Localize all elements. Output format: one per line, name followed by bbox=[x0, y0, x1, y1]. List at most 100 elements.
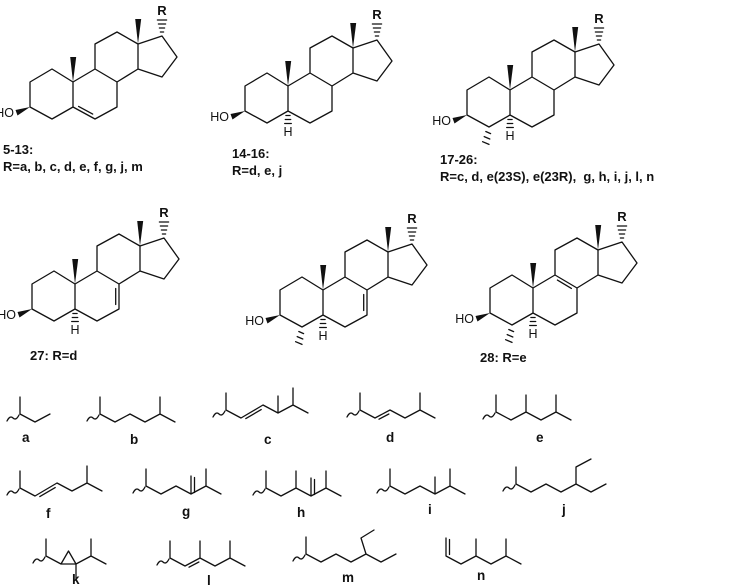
r-label: R bbox=[159, 205, 169, 220]
chain-bonds bbox=[445, 537, 522, 565]
r-label: R bbox=[372, 7, 382, 22]
hydroxyl-wedge bbox=[475, 313, 490, 322]
c10-methyl-wedge bbox=[507, 65, 514, 90]
c10-methyl-wedge bbox=[530, 263, 537, 288]
r-hashed-bond bbox=[158, 221, 170, 235]
attachment-squiggle bbox=[292, 554, 306, 562]
chain-bonds bbox=[359, 392, 436, 419]
steroid-core-27: H HO R bbox=[0, 205, 180, 337]
c4-methyl-hashed-bond bbox=[481, 130, 492, 146]
ring-bonds bbox=[29, 31, 178, 120]
ring-bonds bbox=[466, 39, 615, 128]
attachment-squiggle bbox=[212, 410, 226, 418]
ho-label: HO bbox=[0, 106, 14, 120]
h5-hashed-bond bbox=[529, 316, 537, 327]
sidechain-label-c: c bbox=[264, 432, 272, 447]
hydroxyl-wedge bbox=[230, 111, 245, 120]
sidechain-label-k: k bbox=[72, 572, 80, 587]
c10-methyl-wedge bbox=[72, 259, 79, 284]
c10-methyl-wedge bbox=[70, 57, 77, 82]
attachment-squiggle bbox=[376, 486, 390, 494]
hydroxyl-wedge bbox=[265, 315, 280, 324]
chain-bonds bbox=[389, 468, 466, 495]
chain-bonds bbox=[515, 458, 607, 493]
r-hashed-bond bbox=[371, 23, 383, 37]
r-hashed-bond bbox=[406, 227, 418, 241]
h-label: H bbox=[318, 329, 327, 343]
sidechain-label-a: a bbox=[22, 430, 30, 445]
r-label: R bbox=[407, 211, 417, 226]
h5-hashed-bond bbox=[71, 312, 79, 323]
hydroxyl-wedge bbox=[15, 107, 30, 116]
h-label: H bbox=[528, 327, 537, 341]
sidechain-label-h: h bbox=[297, 505, 306, 520]
double-bond-line bbox=[188, 561, 200, 568]
c10-methyl-wedge bbox=[320, 265, 327, 290]
sidechain-label-e: e bbox=[536, 430, 544, 445]
ring-bonds bbox=[279, 239, 428, 328]
sidechain-k bbox=[32, 538, 107, 581]
sidechain-j bbox=[502, 458, 607, 493]
c10-methyl-wedge bbox=[285, 61, 292, 86]
c13-methyl-wedge bbox=[135, 19, 142, 44]
sidechain-i bbox=[376, 468, 466, 495]
double-bond-line bbox=[245, 408, 262, 420]
sidechain-label-j: j bbox=[562, 502, 566, 517]
sidechain-label-b: b bbox=[130, 432, 139, 447]
sidechain-e bbox=[482, 394, 572, 421]
sidechain-label-g: g bbox=[182, 504, 191, 519]
compound-label-17-26-title: 17-26: bbox=[440, 152, 478, 167]
attachment-squiggle bbox=[6, 414, 20, 422]
sidechain-label-i: i bbox=[428, 502, 432, 517]
compound-label-14-16-title: 14-16: bbox=[232, 146, 270, 161]
attachment-squiggle bbox=[482, 412, 496, 420]
attachment-squiggle bbox=[32, 556, 46, 564]
ho-label: HO bbox=[245, 314, 264, 328]
attachment-squiggle bbox=[132, 486, 146, 494]
chain-bonds bbox=[169, 540, 246, 567]
steroid-core-5-13: HO R bbox=[0, 3, 178, 120]
c4-methyl-hashed-bond bbox=[504, 328, 515, 344]
ring-bonds bbox=[31, 233, 180, 322]
c13-methyl-wedge bbox=[350, 23, 357, 48]
h-label: H bbox=[505, 129, 514, 143]
hydroxyl-wedge bbox=[452, 115, 467, 124]
c13-methyl-wedge bbox=[137, 221, 144, 246]
chain-bonds bbox=[45, 538, 107, 581]
double-bond-line bbox=[39, 486, 56, 498]
h-label: H bbox=[70, 323, 79, 337]
r-label: R bbox=[617, 209, 627, 224]
sidechain-label-l: l bbox=[207, 573, 211, 588]
sidechain-f bbox=[6, 465, 103, 498]
r-hashed-bond bbox=[156, 19, 168, 33]
steroid-core-4methyl-d7: H HO R bbox=[245, 211, 428, 346]
chain-bonds bbox=[145, 468, 222, 495]
h5-hashed-bond bbox=[319, 318, 327, 329]
hydroxyl-wedge bbox=[17, 309, 32, 318]
compound-label-28: 28: R=e bbox=[480, 350, 527, 365]
ho-label: HO bbox=[0, 308, 16, 322]
attachment-squiggle bbox=[346, 410, 360, 418]
r-hashed-bond bbox=[616, 225, 628, 239]
compound-label-17-26-rline: R=c, d, e(23S), e(23R), g, h, i, j, l, n bbox=[440, 169, 655, 184]
chain-bonds bbox=[495, 394, 572, 421]
c4-methyl-hashed-bond bbox=[294, 330, 305, 346]
chain-bonds bbox=[19, 396, 51, 423]
sidechain-d bbox=[346, 392, 436, 420]
double-bond-5-6 bbox=[77, 105, 94, 115]
compound-label-14-16-rline: R=d, e, j bbox=[232, 163, 283, 178]
h5-hashed-bond bbox=[506, 118, 514, 129]
compound-label-5-13-title: 5-13: bbox=[3, 142, 34, 157]
r-label: R bbox=[157, 3, 167, 18]
ring-bonds bbox=[244, 35, 393, 124]
double-bond-line bbox=[378, 413, 390, 420]
r-hashed-bond bbox=[593, 27, 605, 41]
sidechain-b bbox=[86, 396, 176, 423]
c13-methyl-wedge bbox=[572, 27, 579, 52]
sidechain-h bbox=[252, 470, 342, 497]
ho-label: HO bbox=[455, 312, 474, 326]
sidechain-m bbox=[292, 529, 397, 563]
sidechain-label-m: m bbox=[342, 570, 355, 585]
steroid-core-14-16: H HO R bbox=[210, 7, 393, 139]
chain-bonds bbox=[265, 470, 342, 497]
